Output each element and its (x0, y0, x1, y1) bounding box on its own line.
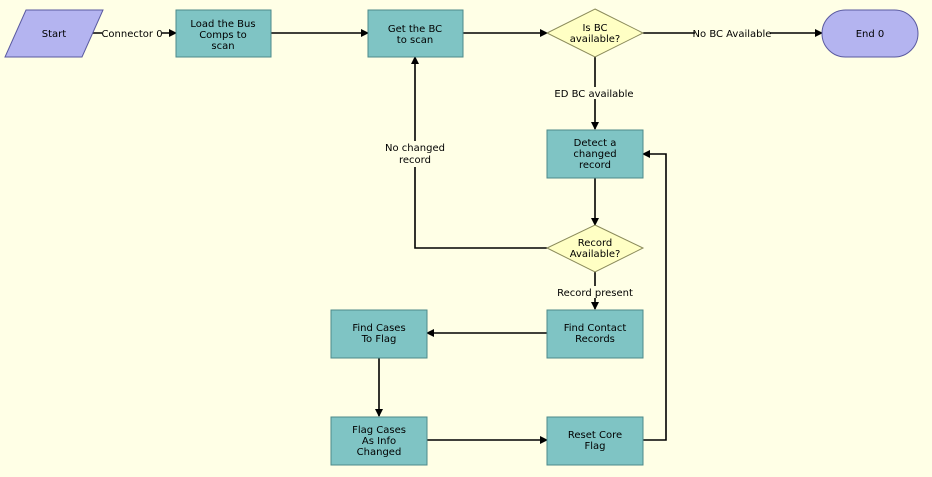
task-shape (330, 416, 428, 466)
task-shape (546, 309, 644, 359)
node-label: End 0 (856, 29, 885, 40)
decision-shape (545, 224, 645, 273)
connectors (92, 29, 823, 444)
task-shape (367, 9, 464, 58)
node-label: Load the Bus (190, 19, 255, 30)
node-find-cases[interactable]: Find Cases To Flag (330, 309, 428, 359)
node-label: scan (211, 41, 234, 52)
node-label: Find Contact (564, 323, 627, 334)
node-label: Find Cases (352, 323, 405, 334)
node-label: Get the BC (388, 24, 442, 35)
node-label: Flag Cases (352, 425, 406, 436)
task-shape (330, 309, 428, 359)
node-label: Detect a (574, 138, 617, 149)
edge-label-text: ED BC available (554, 89, 633, 100)
node-is-bc-available[interactable]: Is BC available? (545, 8, 645, 58)
edge-label-text: No changed (385, 143, 445, 154)
node-detect-changed[interactable]: Detect a changed record (546, 129, 644, 179)
node-label: Comps to (199, 30, 247, 41)
node-label: available? (570, 34, 620, 45)
node-label: Records (575, 334, 615, 345)
edge-label-no-changed-record: No changed record (384, 141, 446, 167)
task-shape (546, 416, 644, 466)
node-label: record (579, 160, 611, 171)
node-label: Changed (357, 447, 402, 458)
decision-shape (545, 8, 645, 58)
node-label: Reset Core (568, 430, 622, 441)
node-start[interactable]: Start (4, 9, 104, 58)
edge-label-text: Connector 0 (101, 29, 162, 40)
node-label: As Info (362, 436, 396, 447)
edge-label-record-present: Record present (557, 286, 633, 299)
edge-record-to-getbc[interactable] (411, 56, 547, 249)
node-record-available[interactable]: Record Available? (545, 224, 645, 273)
task-shape (546, 129, 644, 179)
node-label: changed (573, 149, 616, 160)
edge-label-text: Record present (557, 288, 633, 299)
node-reset-core[interactable]: Reset Core Flag (546, 416, 644, 466)
edge-label-connector-0: Connector 0 (101, 27, 163, 40)
end-shape (821, 9, 919, 58)
node-label: Is BC (582, 23, 607, 34)
edge-label-text: record (399, 155, 431, 166)
edge-reset-to-detect[interactable] (642, 150, 667, 441)
node-label: to scan (397, 35, 433, 46)
node-end[interactable]: End 0 (821, 9, 919, 58)
node-label: Available? (570, 249, 621, 260)
task-shape (175, 9, 272, 58)
node-label: To Flag (361, 334, 397, 345)
edge-label-text: No BC Available (693, 29, 772, 40)
node-get-bc[interactable]: Get the BC to scan (367, 9, 464, 58)
edge-label-no-bc-available: No BC Available (693, 27, 772, 40)
node-load-bus-comps[interactable]: Load the Bus Comps to scan (175, 9, 272, 58)
node-find-contacts[interactable]: Find Contact Records (546, 309, 644, 359)
start-shape (4, 9, 104, 58)
node-label: Flag (584, 441, 605, 452)
node-label: Start (42, 29, 67, 40)
edge-label-ed-bc-available: ED BC available (554, 87, 634, 100)
node-label: Record (578, 238, 613, 249)
node-flag-cases[interactable]: Flag Cases As Info Changed (330, 416, 428, 466)
